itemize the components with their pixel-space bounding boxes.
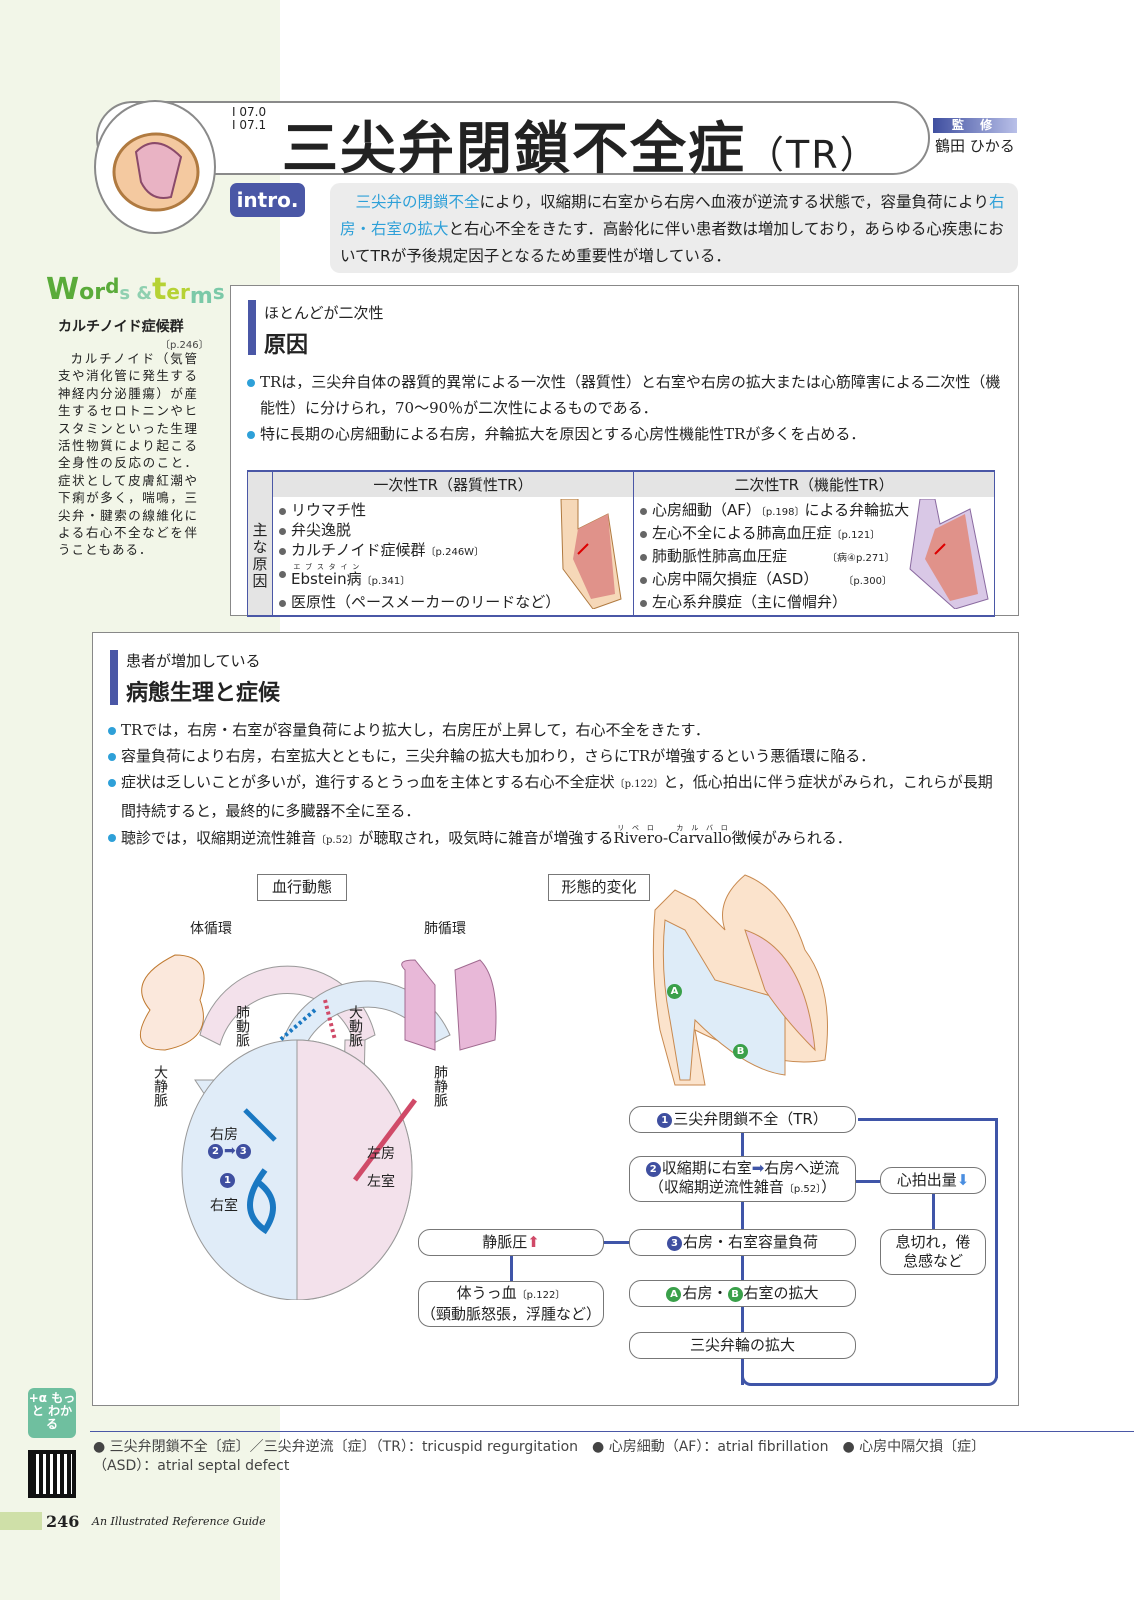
label-vc: 大静脈 xyxy=(152,1065,168,1107)
heart-icon xyxy=(112,132,200,212)
bullet: 症状は乏しいことが多いが，進行するとうっ血を主体とする右心不全症状〔p.122〕… xyxy=(107,769,1007,824)
cause-table: 一次性TR（器質性TR）二次性TR（機能性TR） 主な原因 リウマチ性 弁尖逸脱… xyxy=(247,470,995,617)
heading-bar xyxy=(248,300,256,355)
supervisor-name: 鶴田 ひかる xyxy=(935,137,1015,155)
flow-congestion: 体うっ血〔p.122〕（頸動脈怒張，浮腫など） xyxy=(418,1281,604,1327)
flow-cardiac-output: 心拍出量⬇ xyxy=(880,1167,986,1194)
patient-illustration xyxy=(140,954,205,1051)
footer-divider xyxy=(90,1431,1134,1432)
list-item: 心房中隔欠損症（ASD）〔p.300〕 xyxy=(640,569,988,592)
bullet: TRは，三尖弁自体の器質的異常による一次性（器質性）と右室や右房の拡大または心筋… xyxy=(246,369,1006,421)
qr-code[interactable] xyxy=(28,1450,76,1498)
feedback-loop xyxy=(741,1370,998,1386)
flow-venous-pressure: 静脈圧⬆ xyxy=(418,1229,604,1256)
label-pulmonary: 肺循環 xyxy=(424,921,466,937)
label-pv: 肺静脈 xyxy=(432,1065,448,1107)
heart-illustration-secondary xyxy=(909,499,989,609)
more-info-badge[interactable]: +α もっと わかる xyxy=(28,1388,76,1438)
page-tab xyxy=(0,1512,42,1530)
bullet: 特に長期の心房細動による右房，弁輪拡大を原因とする心房性機能性TRが多くを占める… xyxy=(246,421,1006,447)
list-item: 肺動脈性肺高血圧症〔病④p.271〕 xyxy=(640,546,988,569)
label-hemodynamics: 血行動態 xyxy=(257,874,347,901)
patho-title: 病態生理と症候 xyxy=(126,680,281,706)
list-item: リウマチ性 xyxy=(279,500,627,520)
heart-illustration-primary xyxy=(560,499,622,609)
list-item: 医原性（ペースメーカーのリードなど） xyxy=(279,592,627,612)
title-frame xyxy=(96,101,930,175)
label-morphology: 形態的変化 xyxy=(548,874,650,901)
secondary-cell: 心房細動（AF）〔p.198〕による弁輪拡大 左心不全による肺高血圧症〔p.12… xyxy=(633,497,995,616)
label-aorta: 大動脈 xyxy=(347,1005,363,1047)
patho-subtitle: 患者が増加している xyxy=(126,652,261,670)
flow-symptoms: 息切れ，倦怠感など xyxy=(880,1229,986,1275)
intro-text: 三尖弁の閉鎖不全により，収縮期に右室から右房へ血液が逆流する状態で，容量負荷によ… xyxy=(330,183,1018,273)
list-item: Ebstein病エブスタイン〔p.341〕 xyxy=(279,563,627,592)
book-title: An Illustrated Reference Guide xyxy=(92,1515,266,1528)
list-item: 弁尖逸脱 xyxy=(279,520,627,540)
col-secondary: 二次性TR（機能性TR） xyxy=(633,471,995,497)
patho-bullets: TRでは，右房・右室が容量負荷により拡大し，右房圧が上昇して，右心不全をきたす．… xyxy=(107,717,1007,854)
cause-bullets: TRは，三尖弁自体の器質的異常による一次性（器質性）と右室や右房の拡大または心筋… xyxy=(246,369,1006,447)
primary-cell: リウマチ性 弁尖逸脱 カルチノイド症候群〔p.246W〕 Ebstein病エブス… xyxy=(272,497,634,616)
bullet: TRでは，右房・右室が容量負荷により拡大し，右房圧が上昇して，右心不全をきたす． xyxy=(107,717,1007,743)
label-systemic: 体循環 xyxy=(190,921,232,937)
lung-icon xyxy=(401,959,436,1051)
label-rv: 右室 xyxy=(210,1198,238,1214)
flow-step-5: 三尖弁輪の拡大 xyxy=(629,1332,856,1359)
list-item: 左心系弁膜症（主に僧帽弁） xyxy=(640,592,988,612)
page-number: 246 xyxy=(46,1512,80,1531)
row-label: 主な原因 xyxy=(247,497,273,616)
label-lv: 左室 xyxy=(367,1174,395,1190)
term-title: カルチノイド症候群 xyxy=(58,319,184,335)
cause-subtitle: ほとんどが二次性 xyxy=(264,304,384,322)
label-1: 1 xyxy=(220,1172,236,1188)
col-primary: 一次性TR（器質性TR） xyxy=(272,471,634,497)
page-title: 三尖弁閉鎖不全症（TR） xyxy=(282,117,880,182)
heart-thumbnail xyxy=(94,100,216,234)
label-2-3: 2➡3 xyxy=(208,1143,252,1159)
english-terms: ● 三尖弁閉鎖不全〔症〕／三尖弁逆流〔症〕（TR）：tricuspid regu… xyxy=(93,1439,986,1474)
heading-bar xyxy=(110,650,118,705)
lung-icon xyxy=(454,959,497,1051)
morphology-heart xyxy=(652,874,828,1086)
marker-b: B xyxy=(733,1043,749,1059)
label-ra: 右房 xyxy=(210,1127,238,1143)
cause-title: 原因 xyxy=(264,332,309,358)
list-item: カルチノイド症候群〔p.246W〕 xyxy=(279,540,627,563)
marker-a: A xyxy=(667,983,683,999)
term-body: カルチノイド（気管支や消化管に発生する神経内分泌腫瘍）が産生するセロトニンやヒス… xyxy=(58,351,198,558)
intro-badge: intro. xyxy=(230,183,305,217)
circulation-diagram xyxy=(140,954,497,1300)
bullet: 聴診では，収縮期逆流性雑音〔p.52〕が聴取され，吸気時に雑音が増強するRive… xyxy=(107,824,1007,854)
bullet: 容量負荷により右房，右室拡大とともに，三尖弁輪の拡大も加わり，さらにTRが増強す… xyxy=(107,743,1007,769)
list-item: 左心不全による肺高血圧症〔p.121〕 xyxy=(640,523,988,546)
list-item: 心房細動（AF）〔p.198〕による弁輪拡大 xyxy=(640,500,988,523)
supervisor-label: 監 修 xyxy=(933,118,1017,133)
term-ref[interactable]: 〔p.246〕 xyxy=(160,340,209,351)
label-la: 左房 xyxy=(367,1146,395,1162)
label-pa: 肺動脈 xyxy=(234,1005,250,1047)
words-terms-logo: Words &terms xyxy=(46,272,225,309)
